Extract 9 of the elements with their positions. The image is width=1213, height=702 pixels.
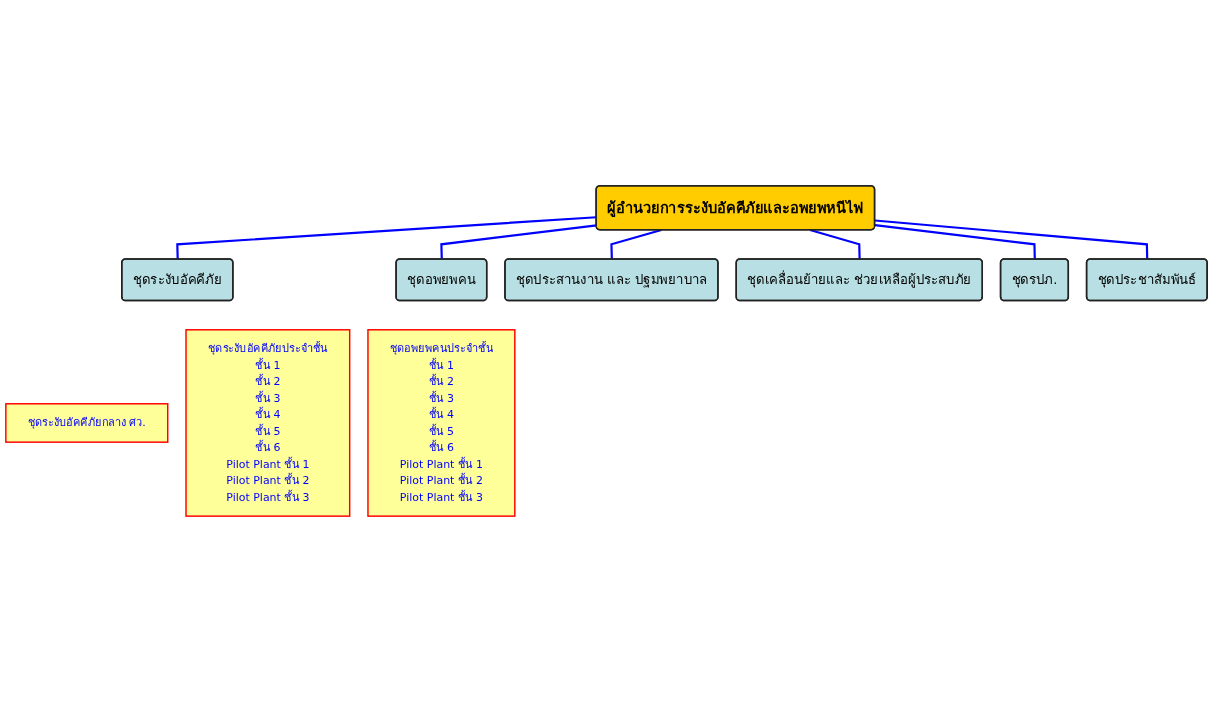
connector bbox=[809, 229, 861, 260]
connector bbox=[874, 224, 1036, 260]
connector bbox=[610, 229, 662, 260]
connector bbox=[874, 219, 1149, 260]
connector bbox=[176, 216, 597, 260]
node-box: ชุดอพยพคนประจำชั้น ชั้น 1 ชั้น 2 ชั้น 3 ชั้น 4 ชั้น 5 ชั้น 6 Pilot Plant ชั้น 1 Pilot Plant ชั้น 2 Pilot Plant ชั้น 3 bbox=[367, 329, 516, 517]
node-box: ชุดระงับอัคคีภัยประจำชั้น ชั้น 1 ชั้น 2 ชั้น 3 ชั้น 4 ชั้น 5 ชั้น 6 Pilot Plant ชั้น 1 Pilot Plant ชั้น 2 Pilot Plant ชั้น 3 bbox=[185, 329, 351, 517]
connector bbox=[440, 224, 597, 260]
node-box: ชุดระงับอัคคีภัยกลาง ศว. bbox=[5, 403, 169, 443]
